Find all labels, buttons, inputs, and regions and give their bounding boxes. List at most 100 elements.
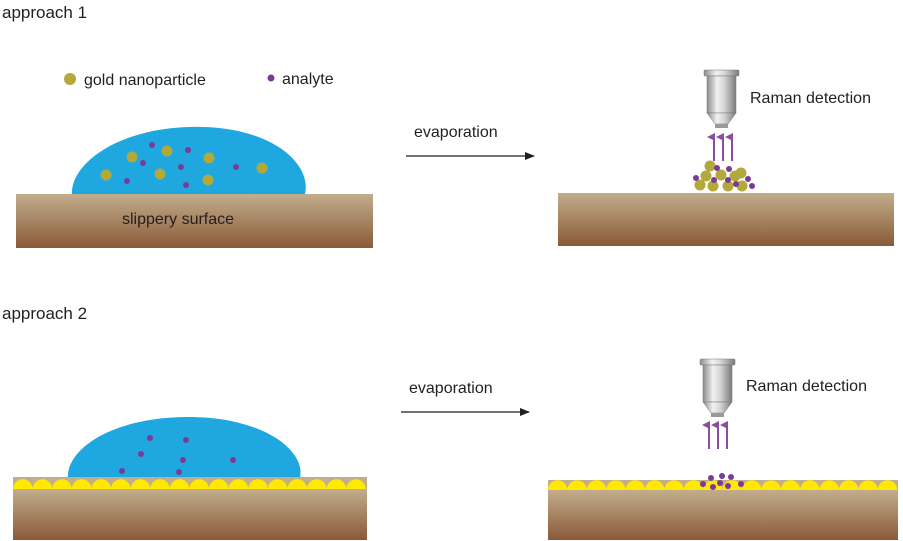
analyte-molecule	[180, 457, 186, 463]
analyte-molecule	[738, 481, 744, 487]
gold-nanoparticle	[326, 479, 347, 489]
analyte-molecule	[711, 177, 717, 183]
gold-nanoparticle	[735, 167, 747, 179]
legend-analyte-label: analyte	[282, 71, 334, 88]
gold-nanoparticle	[307, 479, 327, 489]
analyte-molecule	[717, 480, 723, 486]
analyte-molecule	[726, 166, 732, 172]
approach-1-title: approach 1	[2, 3, 87, 22]
analyte-molecule	[138, 451, 144, 457]
analyte-molecule	[714, 165, 720, 171]
gold-nanoparticle	[548, 480, 568, 490]
gold-nanoparticle	[645, 480, 665, 490]
substrate	[548, 490, 898, 540]
gold-nanoparticle	[742, 480, 762, 490]
approach-2-title: approach 2	[2, 304, 87, 323]
gold-nanoparticle	[71, 479, 92, 489]
gold-nanoparticle	[346, 479, 366, 489]
analyte-molecule	[230, 457, 236, 463]
gold-nanoparticle	[189, 479, 209, 489]
analyte-molecule	[140, 160, 146, 166]
gold-nanoparticle	[111, 479, 131, 489]
approach-1-evaporation-label: evaporation	[414, 124, 498, 141]
gold-nanoparticle	[287, 479, 307, 489]
approach-2-evaporation-arrow: evaporation	[401, 380, 530, 416]
analyte-molecule	[693, 175, 699, 181]
gold-nanoparticle-layer	[13, 479, 366, 490]
raman-signal-arrows	[702, 421, 728, 449]
gold-nanoparticle	[606, 480, 626, 490]
legend-analyte-marker	[267, 74, 275, 82]
gold-nanoparticle	[52, 479, 72, 489]
analyte-molecule	[183, 437, 189, 443]
gold-nanoparticle	[91, 479, 111, 489]
gold-nanoparticle	[761, 480, 781, 490]
gold-nanoparticle	[209, 479, 229, 489]
analyte-molecule	[749, 183, 755, 189]
gold-nanoparticle	[13, 479, 33, 489]
gold-nanoparticle	[100, 169, 112, 181]
gold-nanoparticle	[700, 170, 712, 182]
gold-nanoparticle	[722, 180, 734, 192]
gold-nanoparticle	[707, 180, 719, 192]
gold-nanoparticle	[203, 152, 215, 164]
approach-2-final-state: Raman detection	[548, 358, 898, 540]
gold-nanoparticle	[800, 480, 820, 490]
approach-1-final-state: Raman detection	[558, 69, 894, 246]
gold-layer-base	[548, 480, 898, 490]
approach-1-raman-detection-label: Raman detection	[750, 90, 871, 107]
gold-nanoparticles-in-droplet	[100, 145, 268, 186]
gold-nanoparticle	[858, 480, 878, 490]
gold-nanoparticle	[154, 168, 166, 180]
gold-nanoparticle	[228, 479, 249, 489]
analyte-molecule	[710, 484, 716, 490]
substrate	[13, 489, 367, 540]
analyte-molecule	[725, 483, 731, 489]
analyte-molecule	[733, 181, 739, 187]
substrate	[558, 193, 894, 246]
analyte-molecule	[147, 435, 153, 441]
gold-nanoparticle	[150, 479, 170, 490]
analyte-molecule	[124, 178, 130, 184]
gold-nanoparticle	[202, 174, 214, 186]
gold-nanoparticle	[161, 145, 173, 157]
aggregated-gold-nanoparticles	[694, 160, 748, 192]
analyte-molecule	[185, 147, 191, 153]
analyte-molecules-in-droplet	[119, 435, 236, 475]
gold-nanoparticle	[130, 479, 151, 489]
legend-gold-nanoparticle-label: gold nanoparticle	[84, 72, 206, 89]
droplet	[67, 416, 301, 478]
gold-nanoparticle	[704, 160, 716, 172]
gold-nanoparticle	[625, 480, 645, 490]
slippery-surface-substrate	[16, 194, 373, 248]
gold-nanoparticle	[683, 480, 704, 490]
gold-nanoparticle	[736, 180, 748, 192]
analyte-molecule	[233, 164, 239, 170]
raman-objective-lens-icon	[699, 358, 736, 417]
concentrated-analyte	[700, 473, 744, 490]
gold-nanoparticle	[567, 480, 587, 490]
droplet	[71, 126, 306, 194]
analyte-molecule	[700, 481, 706, 487]
gold-nanoparticle	[839, 480, 859, 490]
aggregated-analyte	[693, 165, 755, 189]
gold-nanoparticle	[256, 162, 268, 174]
gold-nanoparticle	[248, 479, 268, 489]
gold-nanoparticle	[694, 179, 706, 191]
raman-signal-arrows	[707, 133, 733, 161]
gold-nanoparticle	[877, 480, 898, 490]
analyte-molecule	[176, 469, 182, 475]
legend: gold nanoparticle analyte	[64, 71, 334, 89]
gold-nanoparticle	[664, 480, 684, 490]
analyte-molecule	[178, 164, 184, 170]
legend-gold-nanoparticle-marker	[64, 73, 76, 85]
approach-2-initial-state	[13, 416, 367, 540]
analyte-molecule	[149, 142, 155, 148]
gold-nanoparticle	[586, 480, 607, 490]
raman-objective-lens-icon	[703, 69, 740, 128]
approach-1-evaporation-arrow: evaporation	[406, 124, 535, 160]
gold-nanoparticle	[819, 480, 839, 490]
approach-1-initial-state: slippery surface	[16, 126, 373, 248]
analyte-molecule	[728, 474, 734, 480]
analyte-molecule	[708, 475, 714, 481]
